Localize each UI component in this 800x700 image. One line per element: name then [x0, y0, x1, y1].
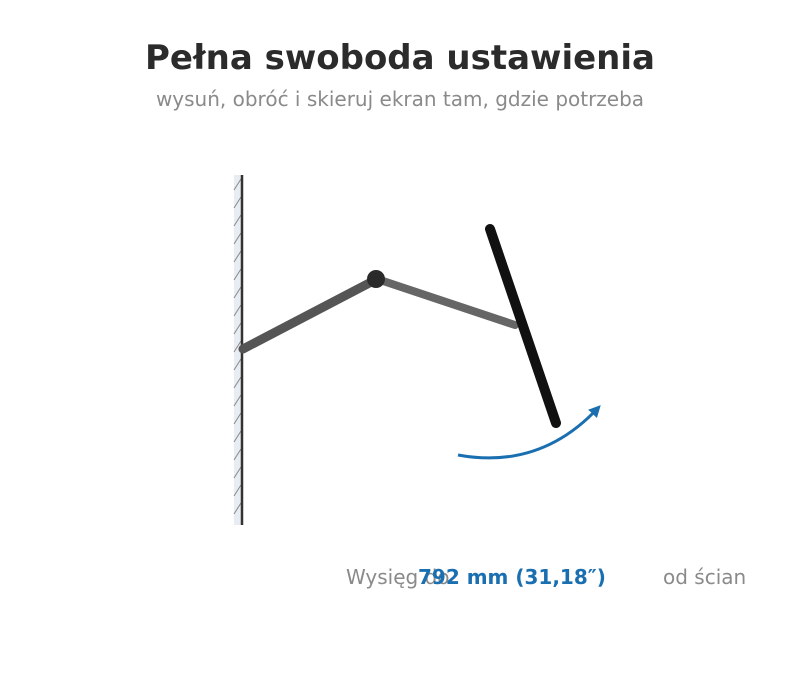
- arm-joint: [367, 270, 385, 288]
- rotation-arrow-icon: [457, 405, 601, 460]
- page-subtitle: wysuń, obróć i skieruj ekran tam, gdzie …: [155, 87, 645, 111]
- reach-label: Wysięg do: [346, 565, 450, 589]
- monitor-screen: [485, 224, 561, 428]
- wall-hatch-fill: [234, 175, 242, 525]
- arm-lower-segment: [373, 275, 519, 329]
- page-title: Pełna swoboda ustawienia: [145, 38, 655, 78]
- reach-value: 792 mm (31,18″): [418, 565, 606, 589]
- reach-suffix: od ścian: [663, 565, 747, 589]
- arm-upper-segment: [238, 274, 382, 354]
- wall-hatch: [233, 178, 242, 515]
